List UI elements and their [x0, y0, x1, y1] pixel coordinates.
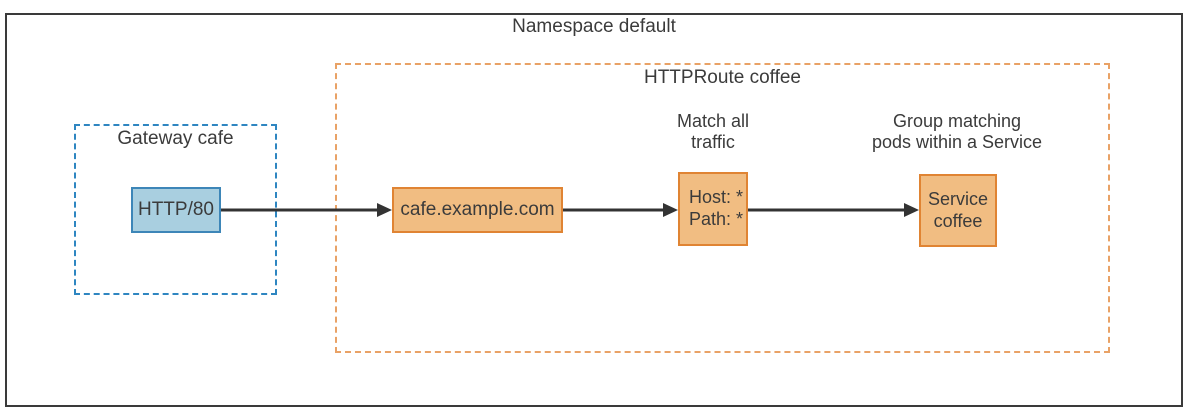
service-annotation-line1: Group matching: [892, 111, 1022, 131]
match-annotation-line1: Match all: [676, 111, 750, 131]
service-name-line1: Service: [927, 188, 989, 209]
service-node: Service coffee: [919, 174, 997, 247]
namespace-boundary: [5, 13, 1183, 407]
hostname-label: cafe.example.com: [400, 199, 555, 221]
match-annotation-line2: traffic: [691, 131, 735, 152]
httproute-label: HTTPRoute coffee: [643, 67, 801, 88]
hostname-node: cafe.example.com: [392, 187, 563, 233]
match-path-line: Path: *: [689, 209, 744, 229]
gateway-listener-node: HTTP/80: [131, 187, 221, 233]
match-host-line: Host: *: [689, 187, 744, 208]
namespace-title: Namespace default: [512, 16, 676, 37]
gateway-label: Gateway cafe: [117, 128, 234, 149]
listener-label: HTTP/80: [137, 199, 215, 221]
service-name-line2: coffee: [933, 210, 983, 231]
match-rule-node: Host: * Path: *: [678, 172, 748, 246]
httproute-boundary: HTTPRoute coffee: [335, 63, 1110, 353]
match-annotation: Match all traffic: [648, 111, 778, 152]
service-annotation-line2: pods within a Service: [871, 131, 1043, 152]
service-annotation: Group matching pods within a Service: [857, 111, 1057, 152]
